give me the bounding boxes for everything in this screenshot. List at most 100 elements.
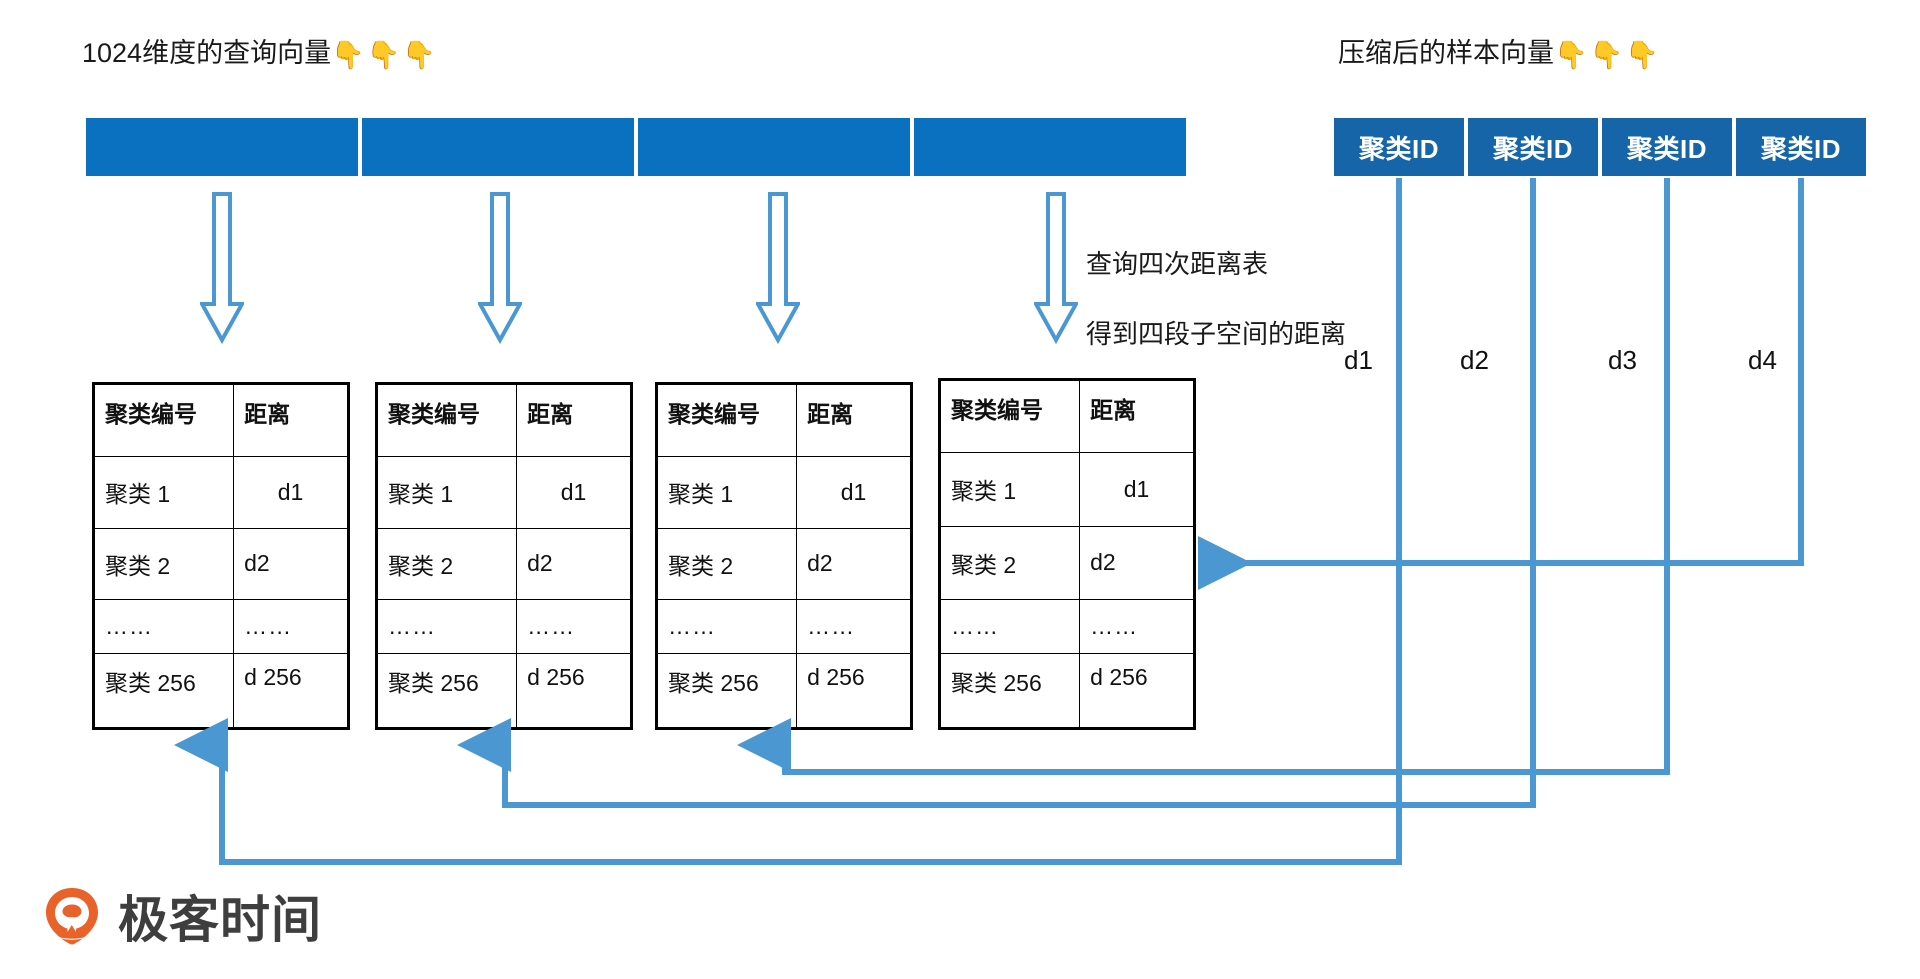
table-4-row-4-cluster: 聚类 256 [939, 653, 1081, 728]
distance-table-3-grid: 聚类编号 距离 聚类 1 d1 聚类 2 d2 …… …… 聚类 256 d 2… [656, 384, 911, 728]
geektime-logo-text: 极客时间 [118, 892, 322, 948]
table-3-row-2-distance: d2 [796, 527, 911, 600]
distance-table-2-grid: 聚类编号 距离 聚类 1 d1 聚类 2 d2 …… …… 聚类 256 d 2… [376, 384, 631, 728]
cluster-id-box-2: 聚类ID [1468, 118, 1598, 176]
compressed-vector-caption: 压缩后的样本向量👇👇👇 [1338, 38, 1661, 71]
cluster-id-label-3: 聚类ID [1626, 133, 1707, 164]
table-1-row-2-distance: d2 [233, 527, 348, 600]
table-row: …… …… [656, 599, 911, 654]
table-3-row-3-distance: …… [796, 599, 911, 654]
query-vector-segment-1 [86, 118, 358, 176]
table-row: 聚类 1 d1 [376, 456, 631, 529]
table-1-row-4-cluster: 聚类 256 [93, 653, 235, 728]
arrow-down-icon-1 [198, 192, 246, 345]
cluster-id-label-4: 聚类ID [1760, 133, 1841, 164]
query-vector-segment-3 [638, 118, 910, 176]
distance-label-d2: d2 [1460, 345, 1489, 375]
table-2-row-2-distance: d2 [516, 527, 631, 600]
table-3-row-2-cluster: 聚类 2 [656, 527, 798, 600]
arrow-down-icon-3 [754, 192, 802, 345]
table-1-header-distance: 距离 [233, 384, 348, 457]
table-row: 聚类 1 d1 [939, 452, 1194, 527]
table-header-row: 聚类编号 距离 [93, 384, 348, 457]
table-1-header-cluster: 聚类编号 [93, 384, 235, 457]
table-row: …… …… [939, 599, 1194, 654]
table-3-row-3-cluster: …… [656, 599, 798, 654]
table-row: 聚类 2 d2 [656, 527, 911, 600]
table-4-row-2-cluster: 聚类 2 [939, 525, 1081, 600]
down-block-arrow-1 [198, 192, 246, 345]
geektime-mark-icon [46, 888, 98, 945]
table-2-row-1-distance: d1 [516, 456, 631, 529]
distance-label-d1: d1 [1344, 345, 1373, 375]
table-2-row-2-cluster: 聚类 2 [376, 527, 518, 600]
query-vector-caption-text: 1024维度的查询向量 [82, 38, 332, 68]
table-1-row-1-distance: d1 [233, 456, 348, 529]
distance-label-d4: d4 [1748, 345, 1777, 375]
down-block-arrow-2 [476, 192, 524, 345]
table-2-row-3-cluster: …… [376, 599, 518, 654]
distance-table-4-grid: 聚类编号 距离 聚类 1 d1 聚类 2 d2 …… …… 聚类 256 d 2… [939, 380, 1194, 728]
query-vector-caption: 1024维度的查询向量👇👇👇 [82, 38, 438, 71]
distance-table-4: 聚类编号 距离 聚类 1 d1 聚类 2 d2 …… …… 聚类 256 d 2… [938, 378, 1196, 730]
distance-table-2: 聚类编号 距离 聚类 1 d1 聚类 2 d2 …… …… 聚类 256 d 2… [375, 382, 633, 730]
table-2-header-distance: 距离 [516, 384, 631, 457]
table-1-row-3-distance: …… [233, 599, 348, 654]
table-3-row-1-cluster: 聚类 1 [656, 456, 798, 529]
note-line-2: 得到四段子空间的距离 [1086, 319, 1347, 350]
table-2-row-4-distance: d 256 [516, 653, 631, 728]
table-4-header-distance: 距离 [1079, 380, 1194, 453]
table-row: 聚类 2 d2 [376, 527, 631, 600]
table-2-row-3-distance: …… [516, 599, 631, 654]
table-header-row: 聚类编号 距离 [656, 384, 911, 457]
table-3-row-4-cluster: 聚类 256 [656, 653, 798, 728]
table-2-row-4-cluster: 聚类 256 [376, 653, 518, 728]
distance-table-1: 聚类编号 距离 聚类 1 d1 聚类 2 d2 …… …… 聚类 256 d 2… [92, 382, 350, 730]
table-row: 聚类 256 d 256 [939, 653, 1194, 728]
table-1-row-1-cluster: 聚类 1 [93, 456, 235, 529]
table-4-row-1-cluster: 聚类 1 [939, 452, 1081, 527]
table-header-row: 聚类编号 距离 [939, 380, 1194, 453]
table-row: …… …… [376, 599, 631, 654]
table-4-row-4-distance: d 256 [1079, 653, 1194, 728]
table-row: 聚类 256 d 256 [93, 653, 348, 728]
table-row: 聚类 2 d2 [93, 527, 348, 600]
table-4-row-2-distance: d2 [1079, 525, 1194, 600]
table-row: 聚类 256 d 256 [656, 653, 911, 728]
query-vector-segment-4 [914, 118, 1186, 176]
table-row: 聚类 256 d 256 [376, 653, 631, 728]
distance-table-1-grid: 聚类编号 距离 聚类 1 d1 聚类 2 d2 …… …… 聚类 256 d 2… [93, 384, 348, 728]
table-header-row: 聚类编号 距离 [376, 384, 631, 457]
geektime-logo: 极客时间 [40, 880, 322, 952]
down-block-arrow-3 [754, 192, 802, 345]
table-1-row-2-cluster: 聚类 2 [93, 527, 235, 600]
cluster-id-box-1: 聚类ID [1334, 118, 1464, 176]
pointing-down-icon-group-right: 👇👇👇 [1554, 40, 1661, 70]
cluster-id-label-2: 聚类ID [1492, 133, 1573, 164]
table-2-row-1-cluster: 聚类 1 [376, 456, 518, 529]
table-row: 聚类 2 d2 [939, 525, 1194, 600]
table-1-row-4-distance: d 256 [233, 653, 348, 728]
distance-table-3: 聚类编号 距离 聚类 1 d1 聚类 2 d2 …… …… 聚类 256 d 2… [655, 382, 913, 730]
table-3-row-1-distance: d1 [796, 456, 911, 529]
query-vector-segment-2 [362, 118, 634, 176]
cluster-id-label-1: 聚类ID [1358, 133, 1439, 164]
table-3-header-distance: 距离 [796, 384, 911, 457]
query-four-times-note: 查询四次距离表 得到四段子空间的距离 [1086, 212, 1346, 387]
compressed-vector-caption-text: 压缩后的样本向量 [1338, 38, 1554, 68]
distance-label-d3: d3 [1608, 345, 1637, 375]
table-3-row-4-distance: d 256 [796, 653, 911, 728]
table-4-row-3-distance: …… [1079, 599, 1194, 654]
table-4-header-cluster: 聚类编号 [939, 380, 1081, 453]
arrow-down-icon-2 [476, 192, 524, 345]
pointing-down-icon-group-left: 👇👇👇 [331, 40, 438, 70]
table-4-row-1-distance: d1 [1079, 452, 1194, 527]
table-2-header-cluster: 聚类编号 [376, 384, 518, 457]
cluster-id-box-4: 聚类ID [1736, 118, 1866, 176]
table-row: 聚类 1 d1 [656, 456, 911, 529]
table-4-row-3-cluster: …… [939, 599, 1081, 654]
table-row: …… …… [93, 599, 348, 654]
table-1-row-3-cluster: …… [93, 599, 235, 654]
down-block-arrow-4 [1032, 192, 1080, 345]
